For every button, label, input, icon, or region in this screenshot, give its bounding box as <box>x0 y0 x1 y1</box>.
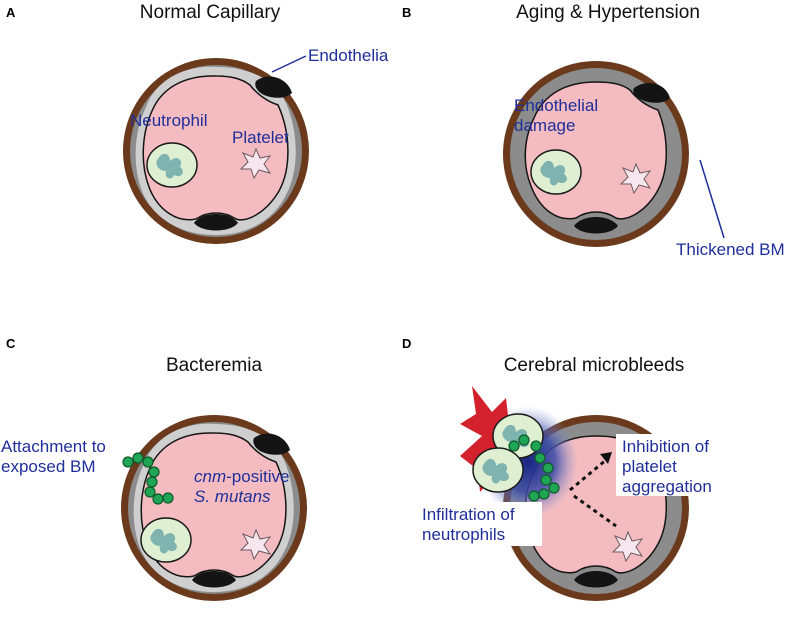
neutrophil-icon <box>146 142 198 188</box>
infiltration-label-line2: neutrophils <box>422 525 505 544</box>
infiltration-label-line1: Infiltration of <box>422 505 515 524</box>
platelet-inhibition-dotted-line <box>573 494 617 528</box>
endothelial-damage-label-line1: Endothelial <box>514 96 598 115</box>
endothelia-pointer <box>271 55 307 73</box>
endothelial-damage-label-line2: damage <box>514 116 575 135</box>
capillary-bacteremia <box>120 414 308 602</box>
platelet-label: Platelet <box>232 128 289 147</box>
neutrophil-icon <box>472 447 524 493</box>
capillary-normal <box>122 57 310 245</box>
inhibition-label-line2: platelet <box>622 457 677 476</box>
cnm-rest: -positive <box>226 467 289 486</box>
cnm-positive-label: cnm-positive <box>194 467 289 486</box>
inhibition-label-line1: Inhibition of <box>622 437 709 456</box>
capillary-thickened <box>502 60 690 248</box>
species-label: S. mutans <box>194 487 271 506</box>
arrowhead-up <box>600 452 612 464</box>
infiltration-label-background <box>416 502 542 546</box>
panel-c: C Bacteremia Attachment to exposed BM cn… <box>1 336 308 602</box>
endothelia-label: Endothelia <box>308 46 389 65</box>
panel-c-letter: C <box>6 336 16 351</box>
attachment-label-line1: Attachment to <box>1 437 106 456</box>
thickened-bm-label: Thickened BM <box>676 240 785 259</box>
cnm-italic: cnm <box>194 467 226 486</box>
inhibition-label-line3: aggregation <box>622 477 712 496</box>
neutrophil-icon <box>530 149 582 195</box>
panel-d-title: Cerebral microbleeds <box>504 355 685 376</box>
panel-a-title: Normal Capillary <box>140 2 281 23</box>
panel-d: D Cerebral microbleeds Infiltration of n… <box>402 336 734 602</box>
panel-b-letter: B <box>402 5 411 20</box>
panel-a-letter: A <box>6 5 16 20</box>
panel-a: A Normal Capillary Endothelia Neutrophil… <box>6 2 389 245</box>
neutrophil-label: Neutrophil <box>130 111 208 130</box>
inhibition-label-background <box>616 434 734 496</box>
bm-pointer <box>699 159 725 239</box>
panel-b: B Aging & Hypertension Endothelial damag… <box>402 2 785 259</box>
panel-b-title: Aging & Hypertension <box>516 2 700 23</box>
panel-c-title: Bacteremia <box>166 355 263 376</box>
panel-d-letter: D <box>402 336 411 351</box>
neutrophil-icon <box>140 517 192 563</box>
attachment-label-line2: exposed BM <box>1 457 96 476</box>
